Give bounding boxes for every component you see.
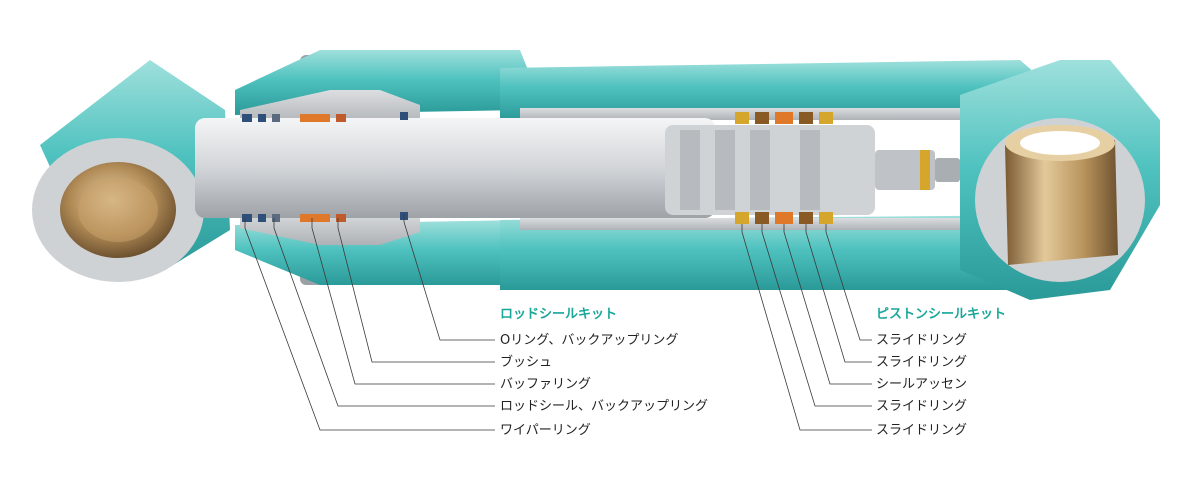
head-cut-face <box>240 90 420 245</box>
rod-seal-part-label: バッファリング <box>500 377 591 392</box>
clevis-end <box>960 60 1160 300</box>
piston-seal-part-label: スライドリング <box>876 399 967 414</box>
rod-seal-part-label: Oリング、バックアップリング <box>500 333 678 348</box>
piston-seal-kit: ピストンシールキット スライドリング スライドリング シールアッセン スライドリ… <box>876 307 1006 438</box>
rod-seal-kit: ロッドシールキット Oリング、バックアップリング ブッシュ バッファリング ロッ… <box>500 307 708 438</box>
piston-seal-kit-title: ピストンシールキット <box>876 307 1006 322</box>
piston <box>665 125 960 215</box>
piston-seal-leaders <box>741 224 872 431</box>
cylinder-barrel <box>500 60 1060 290</box>
piston-seal-part-label: スライドリング <box>876 355 967 370</box>
rod-eye <box>32 60 230 282</box>
rod-seal-part-label: ロッドシール、バックアップリング <box>500 399 708 414</box>
rod-seal-kit-title: ロッドシールキット <box>500 307 617 322</box>
piston-seal-part-label: スライドリング <box>876 333 967 348</box>
clevis-bushing <box>1005 140 1118 265</box>
rod-seal-rings <box>242 112 408 222</box>
piston-rod <box>195 118 715 218</box>
rod-seal-part-label: ブッシュ <box>500 354 552 370</box>
piston-seal-part-label: シールアッセン <box>876 377 967 392</box>
rod-seal-leaders <box>244 214 495 431</box>
piston-seal-part-label: スライドリング <box>876 423 967 438</box>
piston-seal-rings <box>735 112 930 224</box>
rod-seal-part-label: ワイパーリング <box>500 423 591 438</box>
